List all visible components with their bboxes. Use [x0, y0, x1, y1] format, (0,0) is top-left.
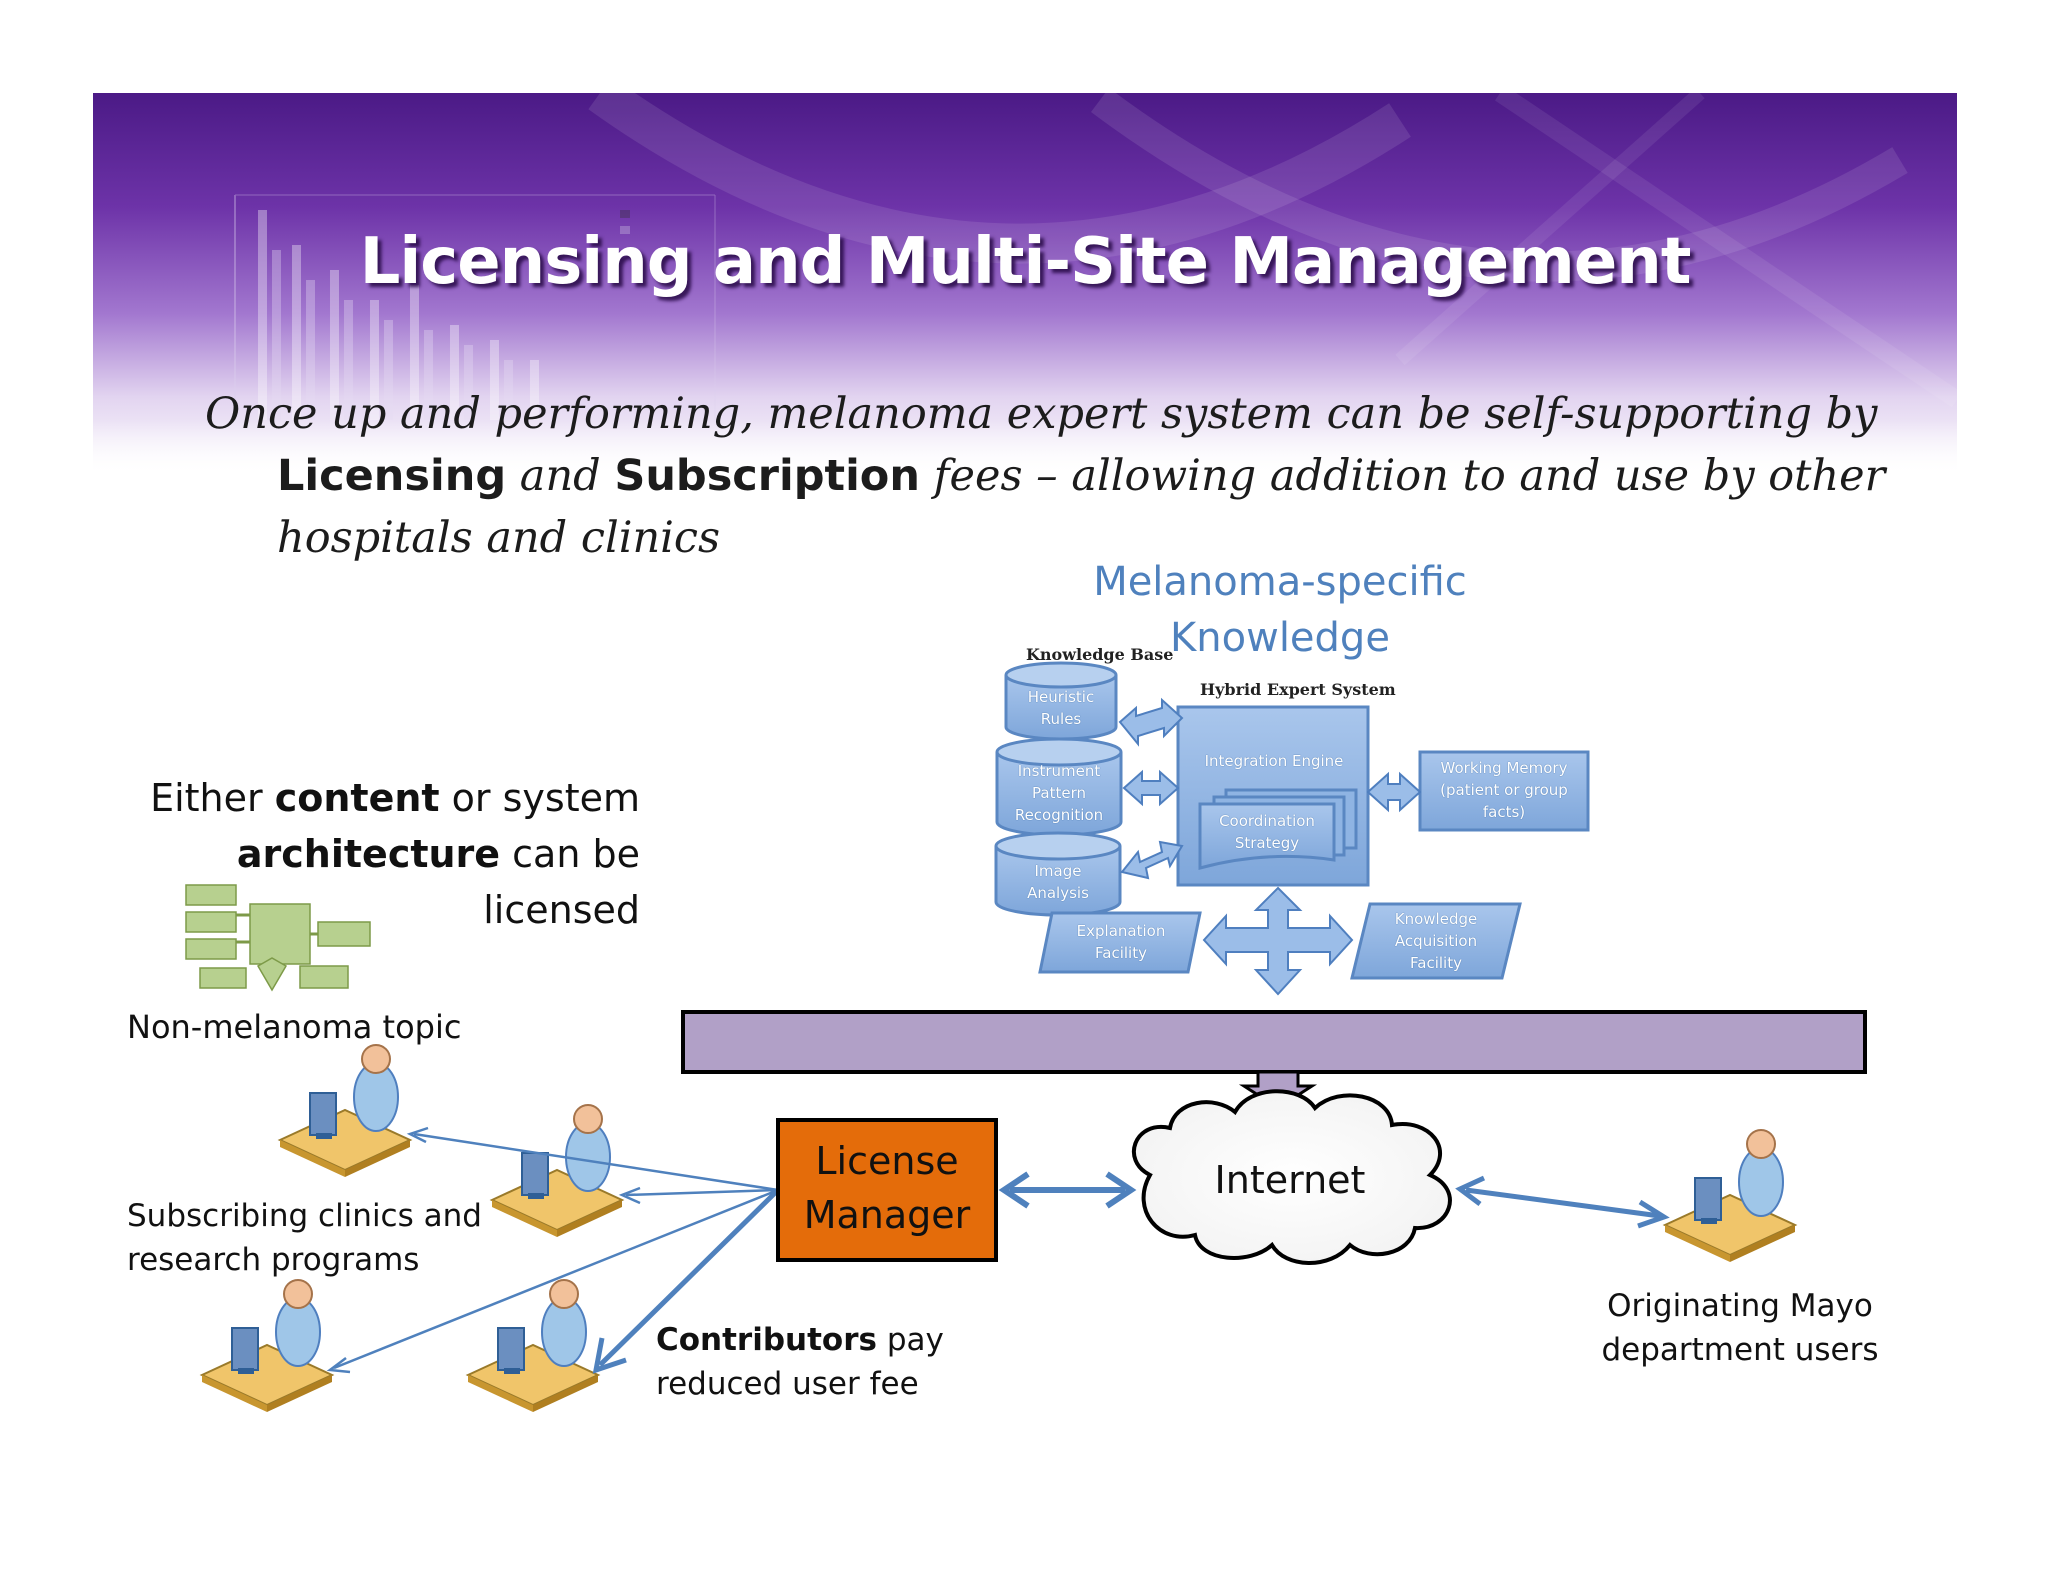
subscribing-line-1: Subscribing clinics and — [127, 1198, 482, 1234]
intro-paragraph: Once up and performing, melanoma expert … — [205, 383, 1905, 569]
workstation-subscriber-1 — [277, 1044, 413, 1177]
expert-system-diagram — [994, 661, 1590, 996]
subscription-term: Subscription — [614, 451, 920, 501]
licensing-note-line-3: licensed — [483, 888, 640, 932]
workstation-contributor — [465, 1279, 601, 1412]
license-manager-text: License Manager — [778, 1134, 996, 1242]
licensing-note: Either content or system architecture ca… — [120, 770, 640, 938]
license-manager-line-1: License — [815, 1139, 959, 1183]
internet-cloud — [1131, 1089, 1452, 1265]
acquisition-line-2: Acquisition — [1394, 932, 1478, 950]
explanation-facility-text: Explanation Facility — [1046, 920, 1196, 964]
kb-arrow-3 — [1120, 840, 1184, 880]
intro-and: and — [506, 451, 615, 501]
header-arc-4 — [1395, 87, 1705, 366]
header-bg-chart — [234, 194, 716, 420]
explanation-facility-shape — [1038, 911, 1202, 974]
kb-arrow-1 — [1118, 697, 1184, 747]
hybrid-expert-system-label: Hybrid Expert System — [1200, 680, 1396, 699]
licensing-term: Licensing — [277, 451, 507, 501]
intro-line-2: Licensing and Subscription fees – allowi… — [205, 445, 1905, 507]
intro-line-3: hospitals and clinics — [277, 513, 721, 563]
header-arc-3 — [1494, 85, 1963, 408]
intro-line-1: Once up and performing, melanoma expert … — [205, 389, 1878, 439]
can-be-text: can be — [500, 832, 640, 876]
four-way-arrow — [1202, 886, 1354, 996]
integration-engine-text: Integration Engine — [1204, 752, 1344, 770]
internet-label: Internet — [1214, 1158, 1366, 1202]
non-melanoma-label: Non-melanoma topic — [127, 1008, 462, 1046]
platform-bar — [681, 1010, 1867, 1074]
architecture-term: architecture — [236, 832, 501, 876]
instrument-pattern-text: Instrument Pattern Recognition — [997, 760, 1121, 826]
explanation-line-2: Facility — [1095, 944, 1147, 962]
acquisition-line-1: Knowledge — [1394, 910, 1478, 928]
workstation-subscriber-3 — [199, 1279, 335, 1412]
knowledge-heading: Melanoma-specific Knowledge — [1070, 554, 1490, 666]
instrument-pattern-cylinder — [995, 737, 1123, 837]
header-band — [93, 93, 1957, 473]
coordination-strategy-doc — [1198, 802, 1336, 870]
knowledge-heading-line-2: Knowledge — [1170, 615, 1390, 661]
licensing-note-line-1: Either content or system — [120, 770, 640, 826]
heuristic-line-1: Heuristic — [1027, 688, 1095, 706]
contributors-line-2: reduced user fee — [656, 1366, 919, 1402]
header-arc-1 — [588, 76, 1411, 264]
knowledge-heading-line-1: Melanoma-specific — [1093, 559, 1467, 605]
image-line-2: Analysis — [1027, 884, 1089, 902]
knowledge-acquisition-shape — [1350, 902, 1522, 980]
contributors-line-1: Contributors pay — [656, 1318, 944, 1362]
workstation-originating — [1662, 1129, 1798, 1262]
coordination-strategy-text: Coordination Strategy — [1200, 810, 1334, 854]
working-memory-line-1: Working Memory — [1440, 759, 1568, 777]
workstation-subscriber-2 — [489, 1104, 625, 1237]
image-analysis-text: Image Analysis — [996, 860, 1120, 904]
content-term: content — [274, 776, 440, 820]
intro-rest: fees – allowing addition to and use by o… — [919, 451, 1886, 501]
image-line-1: Image — [1034, 862, 1082, 880]
working-memory-line-3: facts) — [1482, 803, 1526, 821]
acquisition-line-3: Facility — [1410, 954, 1462, 972]
explanation-line-1: Explanation — [1076, 922, 1166, 940]
working-memory-arrow — [1366, 771, 1422, 813]
license-arrows — [326, 1126, 1670, 1374]
heuristic-rules-text: Heuristic Rules — [1006, 686, 1116, 730]
either-text: Either — [150, 776, 275, 820]
working-memory-text: Working Memory (patient or group facts) — [1420, 757, 1588, 823]
instrument-line-2: Pattern — [1032, 784, 1086, 802]
coordination-line-2: Strategy — [1234, 834, 1300, 852]
licensing-note-line-2: architecture can be — [120, 826, 640, 882]
heuristic-rules-cylinder — [1004, 661, 1118, 741]
mini-green-diagram — [185, 884, 371, 992]
or-system-text: or system — [439, 776, 640, 820]
subscribing-line-2: research programs — [127, 1242, 420, 1278]
originating-line-2: department users — [1601, 1332, 1879, 1368]
instrument-line-1: Instrument — [1017, 762, 1101, 780]
heuristic-line-2: Rules — [1040, 710, 1082, 728]
image-analysis-cylinder — [994, 831, 1122, 917]
working-memory-box — [1418, 750, 1590, 832]
license-manager-box — [776, 1118, 998, 1262]
contributors-term: Contributors — [656, 1322, 877, 1358]
originating-line-1: Originating Mayo — [1607, 1288, 1873, 1324]
subscribing-label: Subscribing clinics and research program… — [127, 1194, 482, 1282]
contributors-rest: pay — [876, 1322, 944, 1358]
knowledge-acquisition-text: Knowledge Acquisition Facility — [1360, 908, 1512, 974]
instrument-line-3: Recognition — [1014, 806, 1104, 824]
slide-title: Licensing and Multi-Site Management — [359, 225, 1692, 299]
header-arc-2 — [1091, 87, 1908, 282]
kb-arrow-2 — [1122, 769, 1180, 807]
originating-label: Originating Mayo department users — [1570, 1284, 1910, 1372]
knowledge-base-label: Knowledge Base — [1026, 645, 1174, 664]
coordination-line-1: Coordination — [1219, 812, 1315, 830]
contributors-label: Contributors pay reduced user fee — [656, 1318, 944, 1406]
working-memory-line-2: (patient or group — [1440, 781, 1568, 799]
license-manager-line-2: Manager — [803, 1193, 971, 1237]
